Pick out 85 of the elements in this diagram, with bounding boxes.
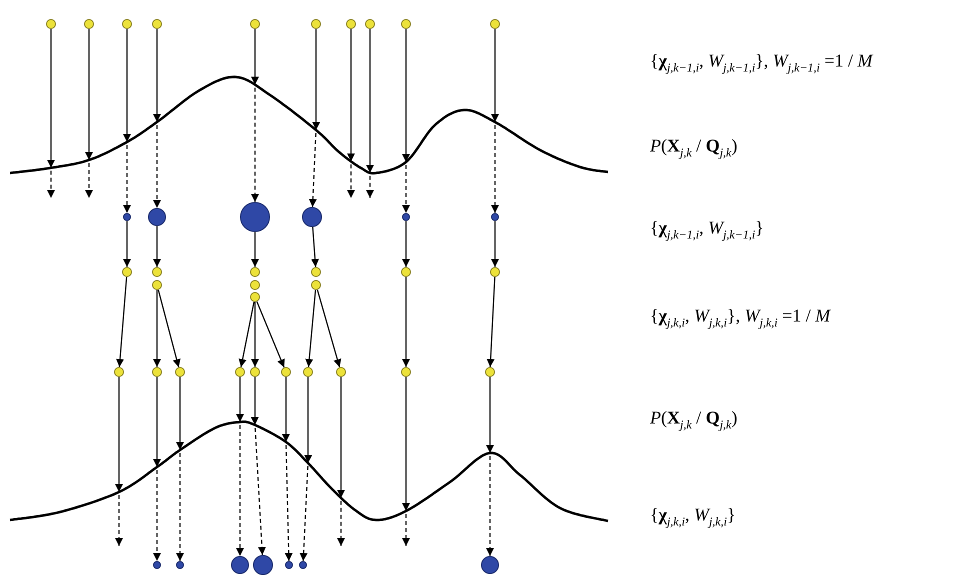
particle — [152, 267, 162, 277]
weighted-particle — [231, 556, 249, 574]
particle — [152, 367, 162, 377]
arrow — [282, 377, 292, 562]
arrow — [311, 226, 319, 268]
particle — [303, 367, 313, 377]
arrow — [236, 377, 244, 556]
arrow — [491, 221, 499, 267]
weighted-particle — [285, 561, 293, 569]
particle — [336, 367, 346, 377]
particle — [250, 292, 260, 302]
arrow — [316, 290, 342, 368]
arrow — [402, 221, 410, 267]
arrow — [153, 29, 161, 208]
particle — [152, 19, 162, 29]
arrow — [250, 377, 266, 556]
particle — [122, 19, 132, 29]
particle — [311, 280, 321, 290]
formula-label: P(X$_{j,k}$ / Q$_{j,k}$) — [650, 136, 738, 160]
particle — [401, 367, 411, 377]
arrow — [337, 377, 345, 546]
arrow — [491, 29, 499, 213]
particle — [152, 280, 162, 290]
particle — [114, 367, 124, 377]
formula-label: {χ$_{j,k−1,i}$, W$_{j,k−1,i}$} — [650, 218, 764, 242]
formula-label: P(X$_{j,k}$ / Q$_{j,k}$) — [650, 408, 738, 432]
arrow — [486, 377, 494, 556]
arrow — [115, 377, 123, 546]
particle — [311, 267, 321, 277]
particle — [175, 367, 185, 377]
particle — [84, 19, 94, 29]
arrow — [402, 377, 410, 546]
formula-label: {χ$_{j,k,i}$, W$_{j,k,i}$}, W$_{j,k,i}$ =1 / M — [650, 306, 830, 330]
arrow — [85, 29, 93, 198]
particle — [235, 367, 245, 377]
arrow — [251, 232, 259, 267]
formula-label: {χ$_{j,k−1,i}$, W$_{j,k−1,i}$}, W$_{j,k−1,i}$ =1 / M — [650, 50, 873, 76]
particle — [401, 19, 411, 29]
arrow — [256, 301, 285, 368]
particle — [250, 367, 260, 377]
weighted-particle — [481, 556, 499, 574]
arrow — [366, 29, 374, 198]
particle — [346, 19, 356, 29]
arrow — [486, 276, 496, 368]
weighted-particle — [491, 213, 499, 221]
arrow — [123, 221, 131, 267]
particle — [122, 267, 132, 277]
weighted-particle — [299, 561, 307, 569]
particle — [490, 267, 500, 277]
arrow — [402, 277, 410, 367]
particle — [46, 19, 56, 29]
particle — [365, 19, 375, 29]
arrow — [158, 290, 181, 368]
arrow — [153, 290, 161, 367]
weighted-particle — [176, 561, 184, 569]
particle — [401, 267, 411, 277]
particle — [250, 267, 260, 277]
weighted-particle — [123, 213, 131, 221]
particle — [250, 19, 260, 29]
arrow — [238, 302, 255, 368]
arrow — [251, 302, 259, 367]
arrow — [176, 377, 184, 561]
arrow — [309, 29, 320, 208]
formula-label: {χ$_{j,k,i}$, W$_{j,k,i}$} — [650, 504, 736, 530]
weighted-particle — [253, 555, 273, 575]
particle — [311, 19, 321, 29]
arrow — [47, 29, 55, 198]
arrow — [123, 29, 131, 213]
arrow — [402, 29, 410, 213]
arrow — [300, 377, 312, 562]
arrow — [153, 226, 161, 267]
particle — [250, 280, 260, 290]
arrow — [116, 276, 128, 368]
arrow — [251, 29, 259, 202]
particle — [281, 367, 291, 377]
arrow — [347, 29, 355, 198]
arrow — [305, 290, 316, 368]
weighted-particle — [240, 202, 270, 232]
weighted-particle — [148, 208, 166, 226]
particle — [485, 367, 495, 377]
particle — [490, 19, 500, 29]
arrow — [153, 377, 161, 561]
weighted-particle — [153, 561, 161, 569]
weighted-particle — [402, 213, 410, 221]
weighted-particle — [302, 207, 322, 227]
